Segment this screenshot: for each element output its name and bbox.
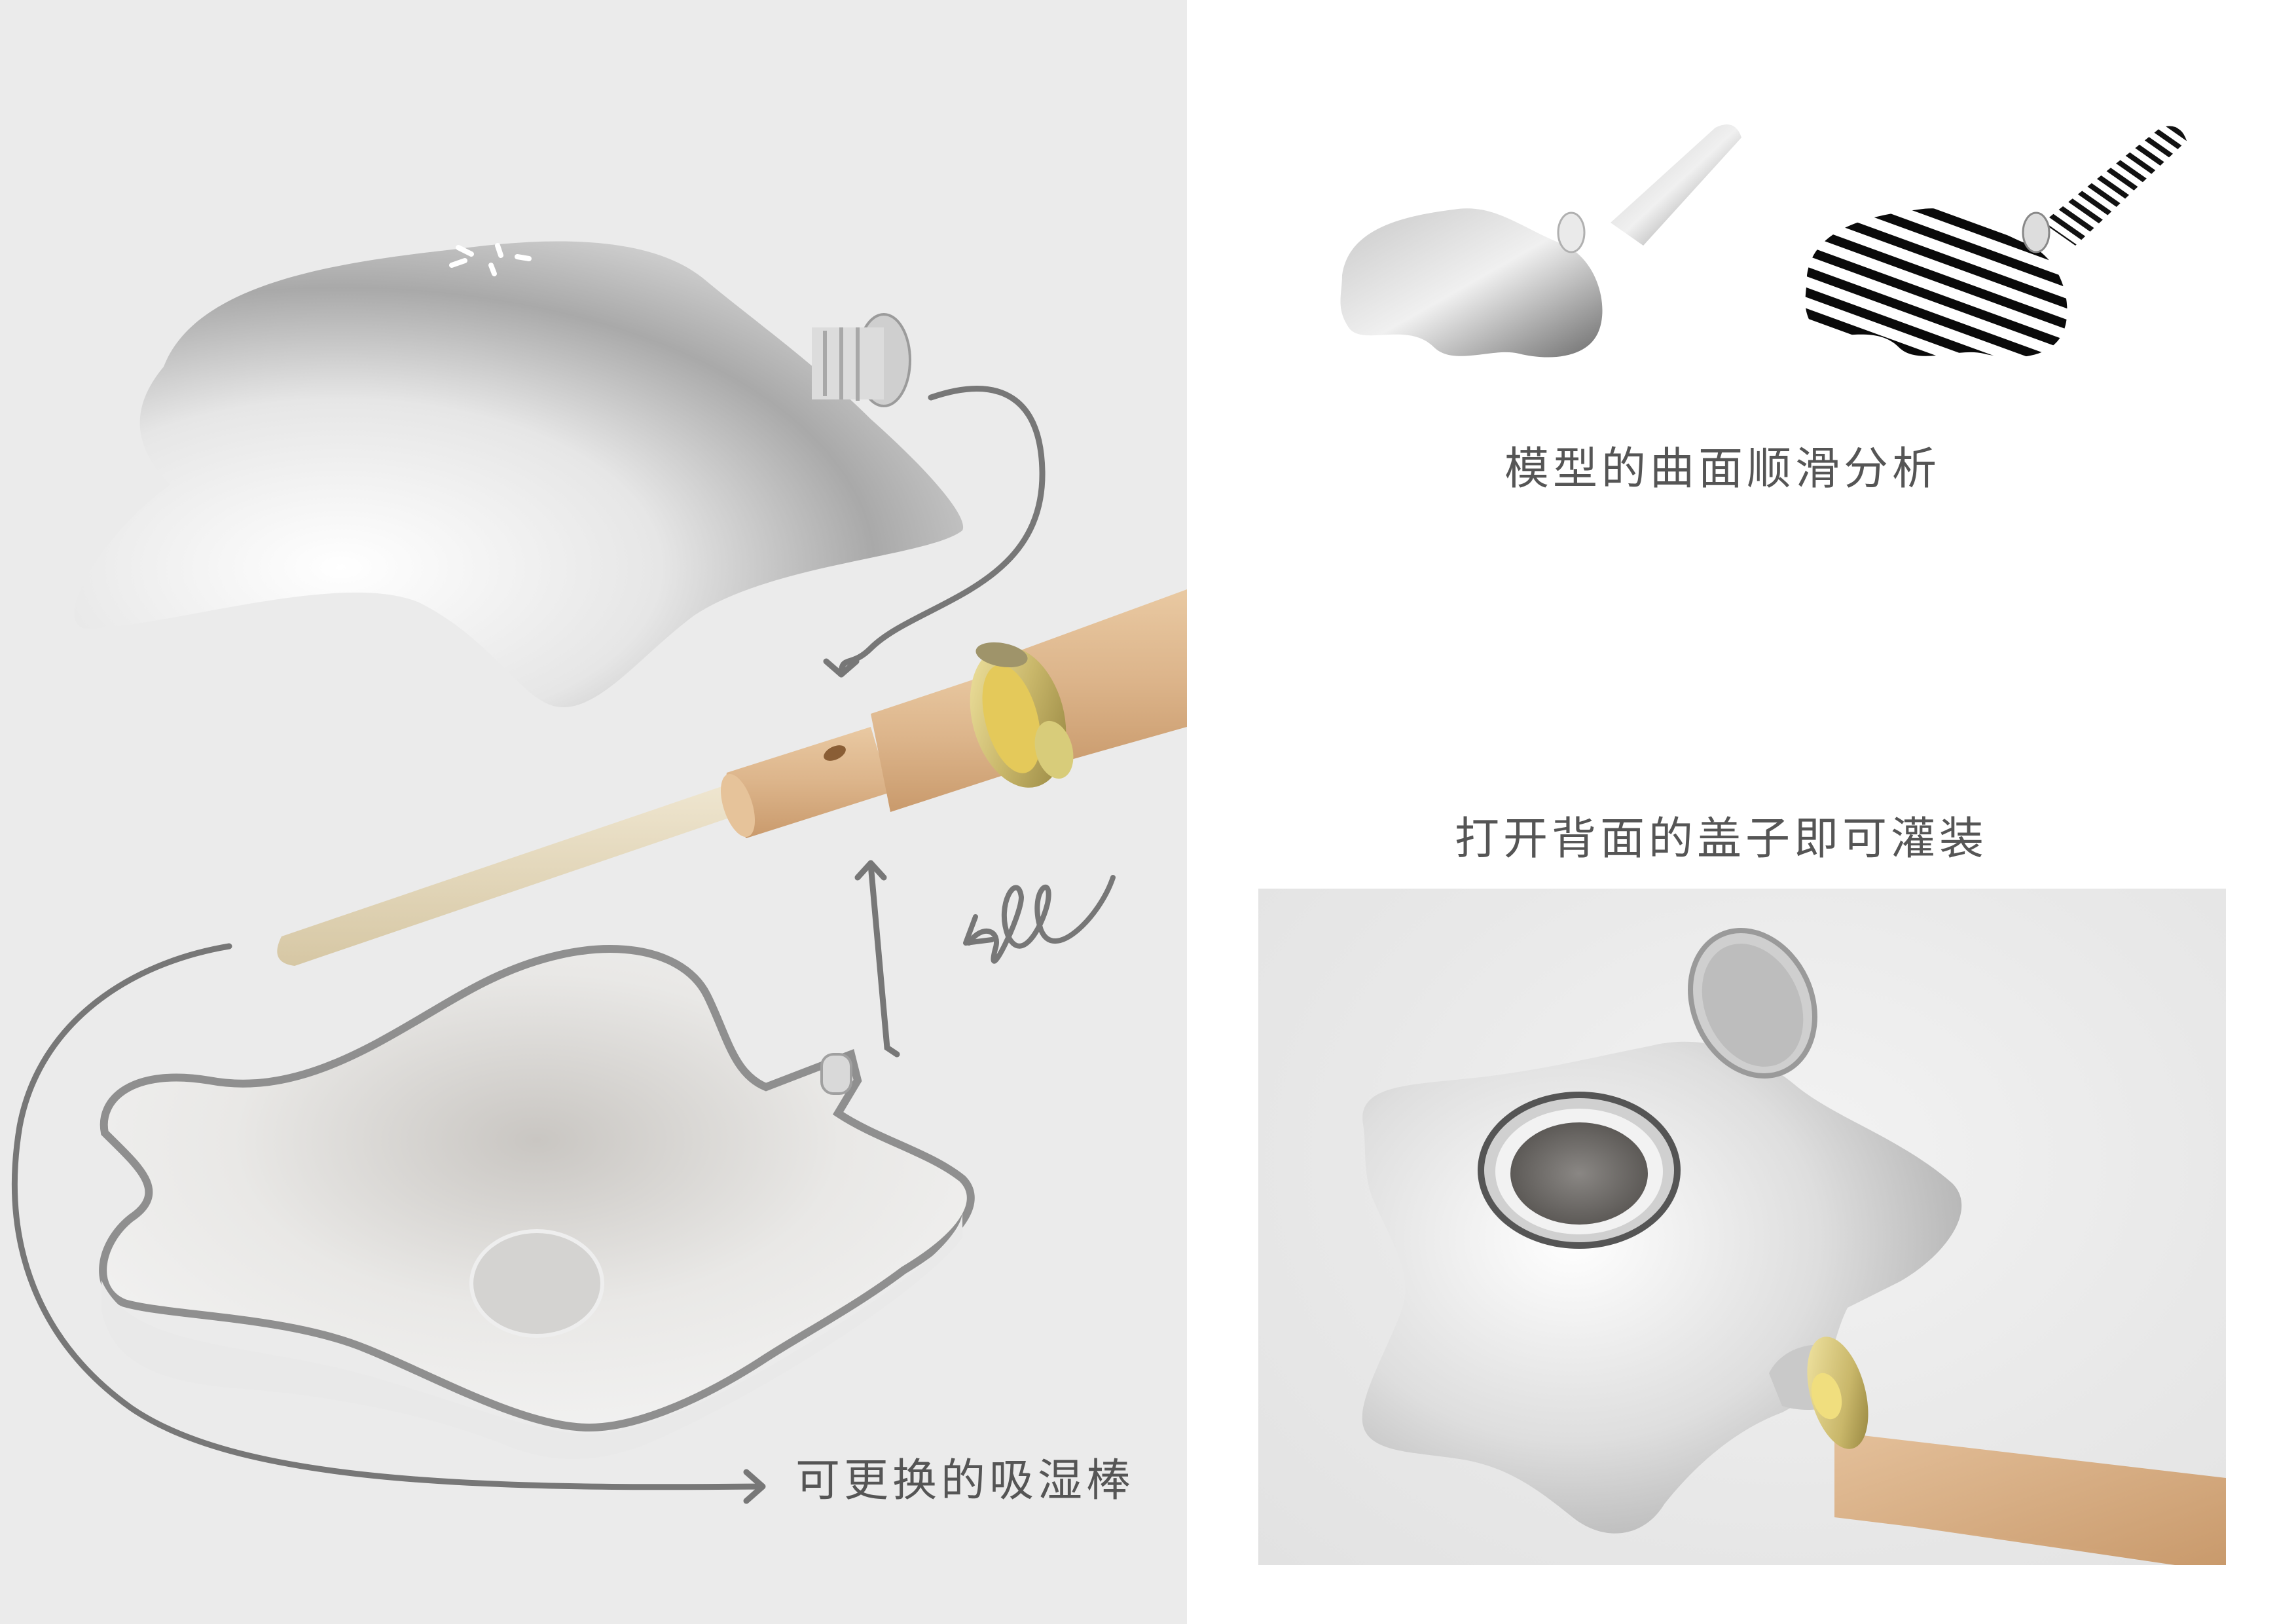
star-bottom-tray bbox=[99, 945, 975, 1460]
exploded-view-panel: 可更换的吸湿棒 bbox=[0, 0, 1187, 1624]
tray-post bbox=[820, 1053, 852, 1095]
caption-replaceable-rod: 可更换的吸湿棒 bbox=[795, 1455, 1135, 1507]
caption-open-cap-to-fill: 打开背面的盖子即可灌装 bbox=[1455, 813, 1988, 865]
open-cap-render bbox=[1362, 928, 2226, 1565]
vent-slots-icon bbox=[449, 243, 532, 276]
gold-ring bbox=[1807, 1337, 1868, 1449]
removed-cap bbox=[1688, 928, 1817, 1079]
threaded-neck bbox=[812, 313, 911, 407]
tray-to-handle-arrow bbox=[867, 861, 900, 1058]
shaded-model-view bbox=[1340, 124, 1741, 358]
arrowhead-icon bbox=[823, 658, 860, 678]
handle-hole bbox=[824, 745, 846, 761]
caption-surface-analysis: 模型的曲面顺滑分析 bbox=[1504, 443, 1941, 495]
rod-seat bbox=[469, 1229, 604, 1338]
twist-spring-icon bbox=[966, 875, 1116, 964]
exploded-view-illustration bbox=[11, 241, 1187, 1504]
zebra-analysis-view bbox=[1805, 126, 2187, 358]
arrowhead-right-icon bbox=[743, 1469, 766, 1504]
absorbent-rod bbox=[277, 783, 746, 966]
loop-arrow-to-caption bbox=[11, 943, 763, 1490]
surface-analysis-illustration bbox=[1340, 124, 2187, 358]
wooden-handle-assembly bbox=[277, 589, 1187, 966]
fill-opening bbox=[1478, 1092, 1681, 1249]
shell-to-handle-arrow bbox=[838, 386, 1046, 678]
surface-analysis-section bbox=[1322, 111, 2226, 386]
gold-ring bbox=[970, 642, 1074, 788]
handle-tip bbox=[725, 727, 890, 838]
open-cap-render-panel bbox=[1258, 889, 2226, 1565]
star-top-shell bbox=[74, 241, 964, 708]
arrowhead-up-icon bbox=[854, 860, 887, 881]
